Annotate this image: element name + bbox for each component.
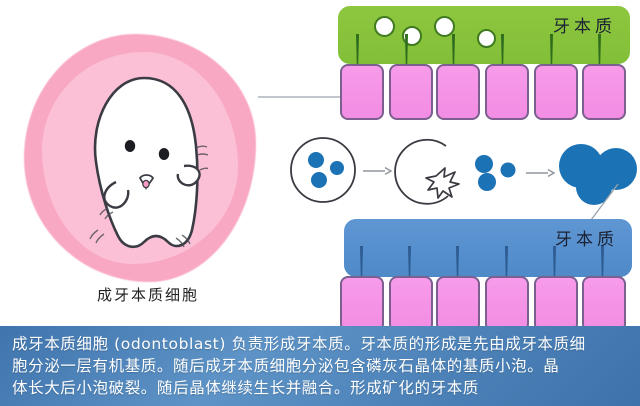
caption-banner: 成牙本质细胞 (odontoblast) 负责形成牙本质。牙本质的形成是先由成牙… bbox=[0, 326, 640, 406]
blue-panel-label: 牙本质 bbox=[555, 230, 618, 250]
mineralized-dentin-panel: 牙本质 bbox=[344, 219, 632, 277]
odontoblast-processes-blue bbox=[360, 246, 604, 278]
odontoblast-cell-body bbox=[389, 276, 433, 332]
cartoon-cell-body bbox=[80, 72, 208, 252]
step-vesicle-rupture bbox=[394, 138, 460, 205]
matrix-vesicle-1 bbox=[374, 16, 395, 37]
matrix-vesicle-3 bbox=[434, 16, 455, 37]
odontoblast-cell-body bbox=[340, 64, 384, 120]
odontoblast-cell-body bbox=[582, 64, 626, 120]
caption-line-1: 成牙本质细胞 (odontoblast) 负责形成牙本质。牙本质的形成是先由成牙… bbox=[12, 335, 586, 353]
step-fused-crystal-mass bbox=[559, 144, 637, 205]
odontoblast-cell-body bbox=[582, 276, 626, 332]
step-matrix-vesicle bbox=[290, 137, 356, 203]
odontoblast-cell-body bbox=[436, 64, 480, 120]
crystal-formation-sequence bbox=[286, 124, 640, 216]
odontoblast-cell-body bbox=[340, 276, 384, 332]
odontoblast-cell-body bbox=[436, 276, 480, 332]
odontoblast-cell-body bbox=[485, 64, 529, 120]
odontoblast-cell-body bbox=[534, 64, 578, 120]
odontoblast-cell-body bbox=[534, 276, 578, 332]
odontoblast-label: 成牙本质细胞 bbox=[96, 286, 199, 304]
caption-line-3: 体长大后小泡破裂。随后晶体继续生长并融合。形成矿化的牙本质 bbox=[12, 379, 479, 397]
odontoblast-cell-body bbox=[389, 64, 433, 120]
step-free-crystals bbox=[475, 155, 516, 191]
sequence-arrow-2 bbox=[526, 168, 556, 178]
matrix-vesicle-4 bbox=[477, 29, 496, 48]
green-panel-label: 牙本质 bbox=[553, 17, 616, 37]
odontoblast-cartoon-illustration bbox=[8, 12, 288, 312]
odontoblast-cell-body bbox=[485, 276, 529, 332]
caption-line-2: 胞分泌一层有机基质。随后成牙本质细胞分泌包含磷灰石晶体的基质小泡。晶 bbox=[12, 357, 560, 375]
sequence-arrow-1 bbox=[363, 166, 393, 176]
odontoblast-processes-green bbox=[356, 34, 601, 66]
